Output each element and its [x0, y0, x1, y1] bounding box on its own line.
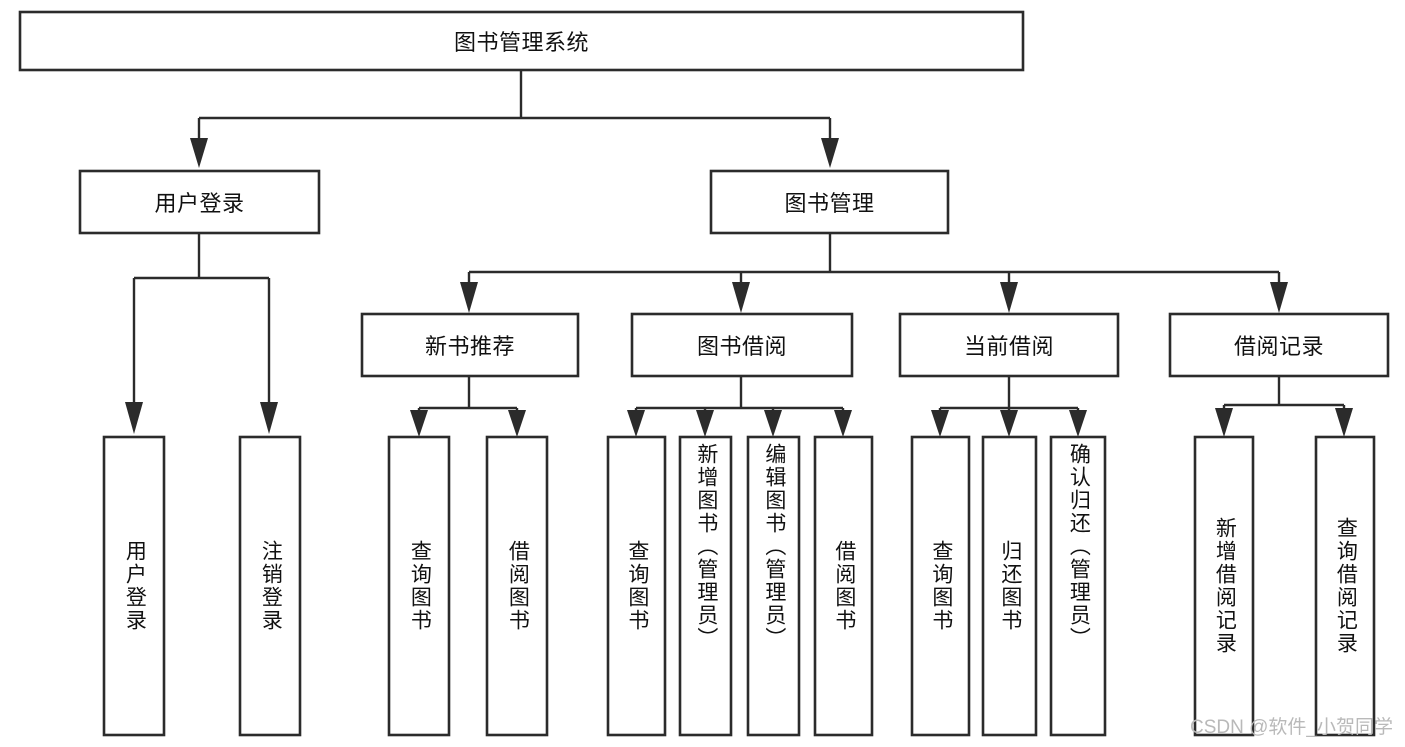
connector-group-borrow-record: [1215, 377, 1353, 437]
leaf-newbook-borrow-book[interactable]: [485, 435, 549, 737]
node-book-management[interactable]: [709, 169, 950, 235]
connector-group-root: [190, 70, 839, 168]
leaf-bookborrow-edit-book-admin[interactable]: [746, 435, 801, 737]
arrowhead-bb-leaf-4: [834, 410, 852, 437]
arrowhead-bb-leaf-1: [627, 410, 645, 437]
csdn-watermark: CSDN @软件_小贺同学: [1190, 717, 1393, 738]
leaf-newbook-query-book[interactable]: [387, 435, 451, 737]
node-user-login[interactable]: [78, 169, 321, 235]
node-new-book-recommend[interactable]: [360, 312, 580, 378]
connector-group-book-borrow: [627, 377, 852, 437]
leaf-bookborrow-add-book-admin[interactable]: [678, 435, 733, 737]
node-book-borrow[interactable]: [630, 312, 854, 378]
arrowhead-new-book: [460, 282, 478, 313]
connector-group-current-borrow: [931, 377, 1087, 437]
leaf-borrowrecord-query-record[interactable]: [1314, 435, 1376, 737]
arrowhead-current-borrow: [1000, 282, 1018, 313]
arrowhead-leaf-logout: [260, 402, 278, 434]
arrowhead-nb-leaf-2: [508, 410, 526, 437]
arrowhead-borrow-record: [1270, 282, 1288, 313]
leaf-currentborrow-query-book[interactable]: [910, 435, 971, 737]
arrowhead-cb-leaf-2: [1000, 410, 1018, 437]
arrowhead-br-leaf-1: [1215, 408, 1233, 437]
arrowhead-book-borrow: [732, 282, 750, 313]
leaf-bookborrow-query-book[interactable]: [606, 435, 667, 737]
arrowhead-cb-leaf-1: [931, 410, 949, 437]
node-borrow-record[interactable]: [1168, 312, 1390, 378]
leaf-currentborrow-return-book[interactable]: [981, 435, 1038, 737]
node-root-book-management-system[interactable]: [18, 10, 1025, 72]
arrowhead-leaf-user-login: [125, 402, 143, 434]
arrowhead-user-login: [190, 138, 208, 168]
arrowhead-bb-leaf-2: [696, 410, 714, 437]
connector-group-user-login: [125, 233, 278, 434]
arrowhead-bb-leaf-3: [764, 410, 782, 437]
arrowhead-cb-leaf-3: [1069, 410, 1087, 437]
arrowhead-book-manage: [821, 138, 839, 168]
leaf-user-login-login[interactable]: [102, 435, 166, 737]
leaf-bookborrow-borrow-book[interactable]: [813, 435, 874, 737]
leaf-currentborrow-confirm-return-admin[interactable]: [1049, 435, 1107, 737]
connector-group-new-book: [410, 377, 526, 437]
node-current-borrow[interactable]: [898, 312, 1120, 378]
arrowhead-br-leaf-2: [1335, 408, 1353, 437]
leaf-borrowrecord-add-record[interactable]: [1193, 435, 1255, 737]
connector-group-book-manage: [460, 233, 1288, 313]
leaf-user-login-logout[interactable]: [238, 435, 302, 737]
arrowhead-nb-leaf-1: [410, 410, 428, 437]
